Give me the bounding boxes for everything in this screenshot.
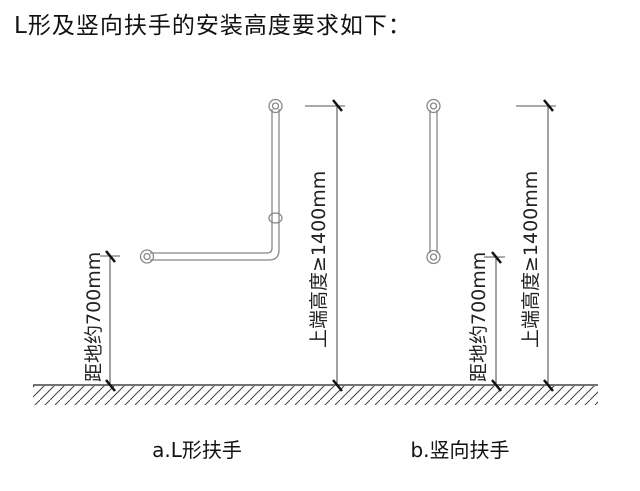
caption-l-shaped: a.L形扶手 [152, 438, 242, 462]
l-shaped-handrail [139, 98, 283, 264]
dimension-ticks [105, 99, 554, 392]
caption-vertical: b.竖向扶手 [410, 438, 509, 462]
floor [33, 384, 598, 405]
page-title: L形及竖向扶手的安装高度要求如下： [14, 13, 412, 39]
b-lower-dimension-label: 距地约700mm [468, 252, 490, 382]
vertical-handrail [426, 98, 441, 265]
a-lower-dimension-label: 距地约700mm [83, 252, 105, 382]
a-upper-dimension-label: 上端高度≥1400mm [308, 171, 330, 348]
b-upper-dimension-label: 上端高度≥1400mm [520, 171, 542, 348]
dimension-lines [100, 105, 556, 385]
